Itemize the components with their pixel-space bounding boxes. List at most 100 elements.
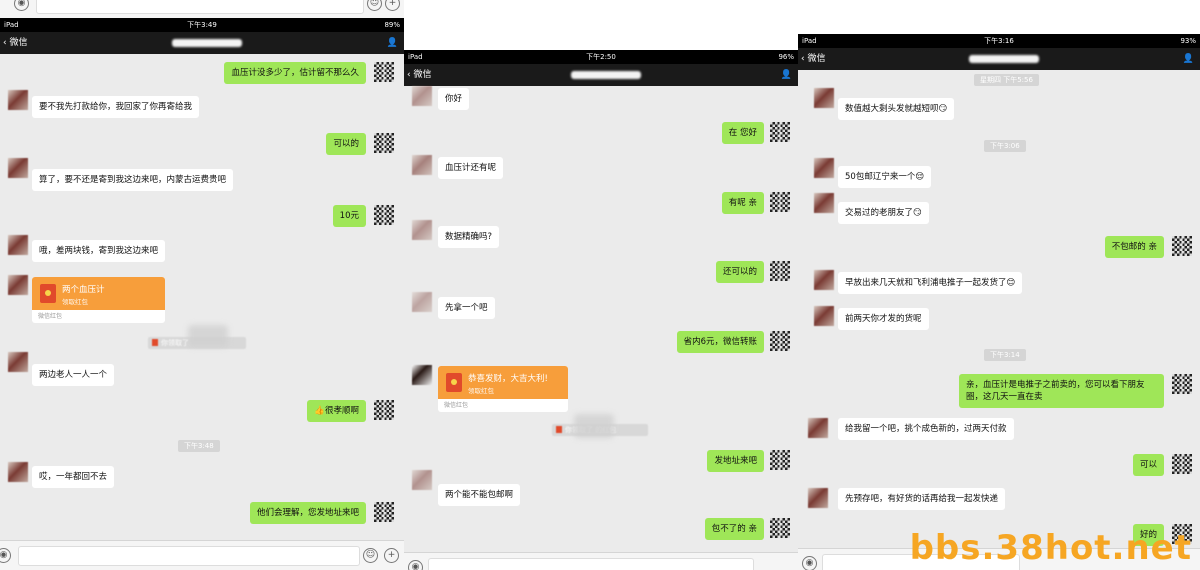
avatar-contact[interactable] bbox=[814, 193, 834, 213]
emoji-icon[interactable]: ☺ bbox=[363, 548, 378, 563]
device-label: iPad bbox=[4, 21, 19, 29]
message-input[interactable] bbox=[36, 0, 364, 14]
avatar-contact[interactable] bbox=[8, 90, 28, 110]
emoji-icon[interactable]: ☺ bbox=[367, 0, 382, 11]
message-in: 要不我先打款给你，我回家了你再寄给我 bbox=[32, 96, 200, 118]
input-bar: ◉ bbox=[404, 552, 798, 570]
avatar-self[interactable] bbox=[374, 400, 394, 420]
input-bar: ◉ ☺ + bbox=[0, 540, 404, 570]
message-in: 先拿一个吧 bbox=[438, 297, 495, 319]
message-in: 两边老人一人一个 bbox=[32, 364, 115, 386]
avatar-self[interactable] bbox=[374, 502, 394, 522]
message-in: 给我留一个吧，挑个成色新的，过两天付款 bbox=[838, 418, 1014, 440]
avatar-contact[interactable] bbox=[412, 365, 432, 385]
avatar-self[interactable] bbox=[770, 450, 790, 470]
avatar-contact[interactable] bbox=[808, 488, 828, 508]
red-packet-message[interactable]: 两个血压计 领取红包 微信红包 bbox=[32, 277, 165, 323]
timestamp: 星期四 下午5:56 bbox=[974, 74, 1039, 86]
voice-icon[interactable]: ◉ bbox=[802, 556, 817, 570]
top-white-gap bbox=[798, 0, 1200, 34]
message-out: 10元 bbox=[332, 205, 366, 227]
avatar-contact[interactable] bbox=[8, 462, 28, 482]
user-icon[interactable]: 👤 bbox=[1182, 54, 1194, 64]
avatar-self[interactable] bbox=[770, 122, 790, 142]
avatar-contact[interactable] bbox=[8, 235, 28, 255]
avatar-self[interactable] bbox=[770, 518, 790, 538]
back-button[interactable]: ‹ 微信 bbox=[3, 38, 28, 48]
contact-name-blurred bbox=[571, 71, 641, 79]
blurred-region bbox=[188, 325, 228, 347]
red-packet-footer: 微信红包 bbox=[444, 402, 469, 409]
red-packet-body: 两个血压计 领取红包 bbox=[32, 277, 165, 310]
input-bar-top: ◉ ☺ + bbox=[0, 0, 404, 18]
avatar-self[interactable] bbox=[770, 192, 790, 212]
user-icon[interactable]: 👤 bbox=[780, 70, 792, 80]
voice-icon[interactable]: ◉ bbox=[14, 0, 29, 11]
device-label: iPad bbox=[408, 53, 423, 61]
avatar-contact[interactable] bbox=[814, 306, 834, 326]
user-icon[interactable]: 👤 bbox=[386, 38, 398, 48]
avatar-self[interactable] bbox=[374, 133, 394, 153]
message-in: 血压计还有呢 bbox=[438, 157, 504, 179]
top-white-gap bbox=[404, 0, 798, 50]
message-out: 👍很孝顺啊 bbox=[307, 400, 366, 422]
avatar-contact[interactable] bbox=[8, 275, 28, 295]
avatar-self[interactable] bbox=[374, 62, 394, 82]
message-in: 先预存吧，有好货的话再给我一起发快递 bbox=[838, 488, 1006, 510]
avatar-contact[interactable] bbox=[808, 418, 828, 438]
back-button[interactable]: ‹ 微信 bbox=[407, 70, 432, 80]
message-out: 有呢 亲 bbox=[721, 192, 764, 214]
avatar-contact[interactable] bbox=[412, 292, 432, 312]
avatar-contact[interactable] bbox=[814, 88, 834, 108]
voice-icon[interactable]: ◉ bbox=[408, 560, 423, 570]
avatar-self[interactable] bbox=[1172, 236, 1192, 256]
contact-name-blurred bbox=[969, 55, 1039, 63]
avatar-self[interactable] bbox=[770, 261, 790, 281]
avatar-contact[interactable] bbox=[814, 158, 834, 178]
back-label: 微信 bbox=[807, 54, 826, 64]
red-packet-subtitle: 领取红包 bbox=[468, 387, 494, 395]
red-packet-small-icon bbox=[152, 339, 158, 346]
site-watermark: bbs.38hot.net bbox=[909, 528, 1192, 568]
red-packet-body: 恭喜发财，大吉大利! 领取红包 bbox=[438, 366, 568, 399]
message-out: 包不了的 亲 bbox=[704, 518, 764, 540]
message-in: 50包邮辽宁来一个😌 bbox=[838, 166, 932, 188]
avatar-self[interactable] bbox=[1172, 454, 1192, 474]
back-button[interactable]: ‹ 微信 bbox=[801, 54, 826, 64]
red-packet-footer: 微信红包 bbox=[38, 313, 63, 320]
voice-icon[interactable]: ◉ bbox=[0, 548, 11, 563]
plus-icon[interactable]: + bbox=[385, 0, 400, 11]
chat-panel-1: iPad 下午3:49 89% ◉ ☺ + ‹ 微信 👤 血压计没多少了，估计留… bbox=[0, 0, 404, 570]
red-packet-title: 两个血压计 bbox=[62, 285, 105, 295]
avatar-contact[interactable] bbox=[412, 155, 432, 175]
back-label: 微信 bbox=[413, 70, 432, 80]
message-out: 血压计没多少了，估计留不那么久 bbox=[224, 62, 366, 84]
avatar-self[interactable] bbox=[1172, 524, 1192, 544]
battery-level: 89% bbox=[384, 21, 400, 29]
message-in: 数值越大剩头发就越短呗😏 bbox=[838, 98, 955, 120]
message-out: 不包邮的 亲 bbox=[1104, 236, 1164, 258]
avatar-contact[interactable] bbox=[8, 158, 28, 178]
avatar-contact[interactable] bbox=[412, 220, 432, 240]
avatar-self[interactable] bbox=[1172, 374, 1192, 394]
message-in: 算了，要不还是寄到我这边来吧，内蒙古运费贵吧 bbox=[32, 169, 234, 191]
message-input[interactable] bbox=[18, 546, 360, 566]
message-out: 在 您好 bbox=[721, 122, 764, 144]
nav-bar: ‹ 微信 👤 bbox=[404, 64, 798, 86]
avatar-contact[interactable] bbox=[412, 86, 432, 106]
avatar-self[interactable] bbox=[374, 205, 394, 225]
message-in: 你好 bbox=[438, 88, 470, 110]
avatar-contact[interactable] bbox=[8, 352, 28, 372]
message-in: 早放出来几天就和飞利浦电推子一起发货了😊 bbox=[838, 272, 1023, 294]
message-input[interactable] bbox=[428, 558, 754, 570]
red-packet-small-icon bbox=[556, 426, 562, 433]
plus-icon[interactable]: + bbox=[384, 548, 399, 563]
avatar-contact[interactable] bbox=[814, 270, 834, 290]
avatar-self[interactable] bbox=[770, 331, 790, 351]
red-packet-title: 恭喜发财，大吉大利! bbox=[468, 374, 548, 384]
message-in: 数据精确吗? bbox=[438, 226, 500, 248]
message-out: 可以 bbox=[1132, 454, 1164, 476]
red-packet-message[interactable]: 恭喜发财，大吉大利! 领取红包 微信红包 bbox=[438, 366, 568, 412]
avatar-contact[interactable] bbox=[412, 470, 432, 490]
message-input[interactable] bbox=[822, 554, 1020, 570]
